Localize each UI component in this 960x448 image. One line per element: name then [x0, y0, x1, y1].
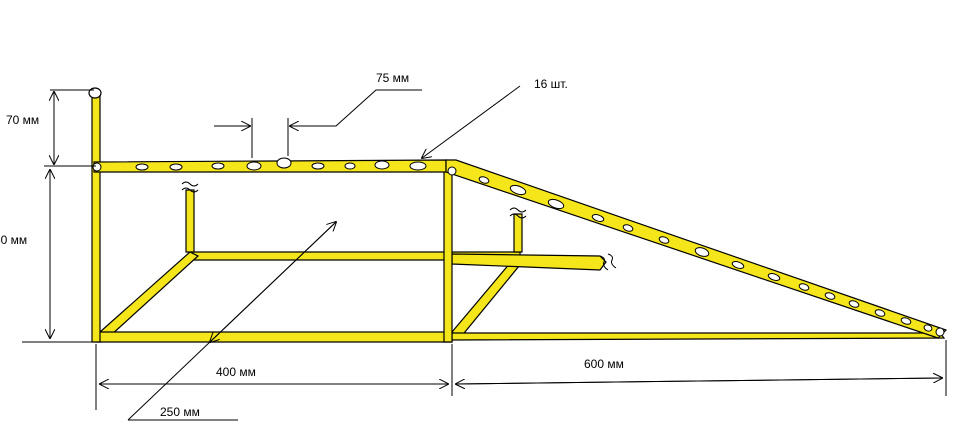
hole	[374, 160, 390, 170]
hole	[798, 283, 810, 291]
hole	[622, 224, 634, 232]
hole	[547, 198, 565, 210]
broken-ends	[181, 181, 617, 271]
extension-rail	[451, 253, 607, 271]
hole	[169, 163, 183, 171]
break-mark	[181, 181, 199, 187]
break-mark	[599, 255, 609, 271]
hole	[923, 324, 933, 332]
label-height-top: 70 мм	[6, 113, 39, 127]
hole	[135, 163, 149, 171]
dimension-labels: 70 мм 50 мм 75 мм 16 шт. 400 мм 600 мм 2…	[0, 71, 624, 419]
ramp-bottom-rail	[451, 332, 946, 341]
label-hole-spacing: 75 мм	[376, 71, 409, 85]
joint-ramp-end	[935, 327, 945, 337]
joint-top-middle	[447, 166, 457, 176]
hole	[276, 157, 292, 169]
hole	[409, 161, 427, 171]
hole	[767, 273, 781, 281]
label-hole-count: 16 шт.	[534, 77, 568, 91]
joint-top-left	[92, 162, 102, 172]
break-mark	[509, 207, 527, 213]
dimension-lines	[22, 85, 947, 421]
hole	[848, 300, 860, 308]
left-upright	[91, 95, 101, 343]
hole	[694, 247, 710, 257]
hole	[311, 162, 325, 170]
label-length-ramp: 600 мм	[584, 357, 624, 371]
floor-diagonal-left	[98, 251, 200, 337]
hole	[344, 162, 356, 170]
break-mark	[607, 253, 617, 269]
rear-post-right	[513, 213, 523, 253]
ramp-holes	[478, 176, 933, 332]
label-width-base: 250 мм	[160, 405, 200, 419]
label-length-base: 400 мм	[216, 365, 256, 379]
hole	[591, 214, 605, 222]
leader-hole-count	[422, 85, 521, 158]
middle-upright	[443, 165, 453, 343]
hole	[731, 261, 745, 269]
rear-post-left	[185, 189, 195, 253]
hole	[478, 176, 490, 184]
hole	[900, 317, 912, 325]
floor-rail-front	[95, 331, 453, 343]
hole	[211, 162, 225, 170]
hole	[874, 309, 886, 317]
hole	[824, 292, 836, 300]
hole	[246, 161, 262, 171]
top-rail-holes	[135, 157, 427, 171]
break-mark	[181, 187, 199, 193]
break-mark	[509, 213, 527, 219]
floor-diagonal-right	[451, 255, 525, 339]
hole	[509, 184, 527, 196]
hole	[658, 236, 670, 244]
label-height-main: 50 мм	[0, 233, 27, 247]
